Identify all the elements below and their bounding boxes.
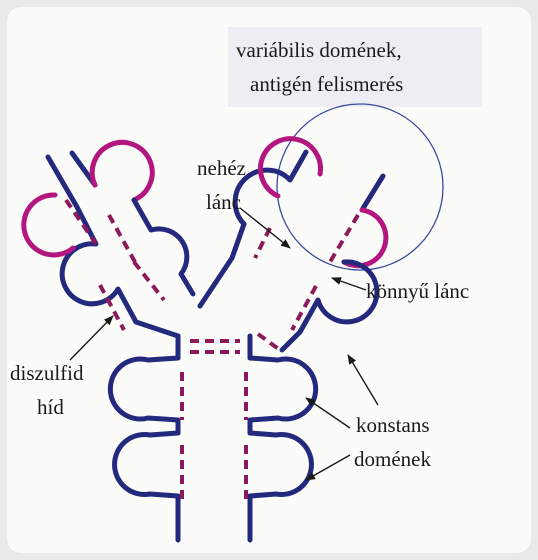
right-light-chain xyxy=(282,176,386,350)
constant-arrow-1 xyxy=(348,355,378,405)
left-heavy-chain xyxy=(48,157,178,336)
variable-domain-label-line2: antigén felismerés xyxy=(250,71,403,97)
constant-arrow-2 xyxy=(306,398,350,428)
disulfide-label-line1: diszulfid xyxy=(10,360,84,386)
disulfide-arrow xyxy=(70,316,113,360)
heavy-chain-label-line1: nehéz xyxy=(197,155,246,181)
heavy-chain-arrow xyxy=(240,208,290,248)
antigen-recognition-circle xyxy=(277,104,443,270)
left-light-chain xyxy=(72,142,193,294)
heavy-chain-label-line2: lánc xyxy=(206,189,241,215)
disulfide-label-line2: híd xyxy=(37,394,64,420)
constant-domains-label-line1: konstans xyxy=(356,412,430,438)
variable-domain-label-line1: variábilis domének, xyxy=(236,37,402,63)
pointer-arrows xyxy=(70,208,378,480)
constant-domains-label-line2: domének xyxy=(354,446,431,472)
right-heavy-variable-loop xyxy=(260,139,320,196)
disulfide-bridges xyxy=(66,200,358,500)
fc-stem xyxy=(110,336,315,540)
left-heavy-variable-loop xyxy=(24,195,73,255)
light-chain-arrow xyxy=(332,278,366,290)
light-chain-label: könnyű lánc xyxy=(366,278,469,304)
